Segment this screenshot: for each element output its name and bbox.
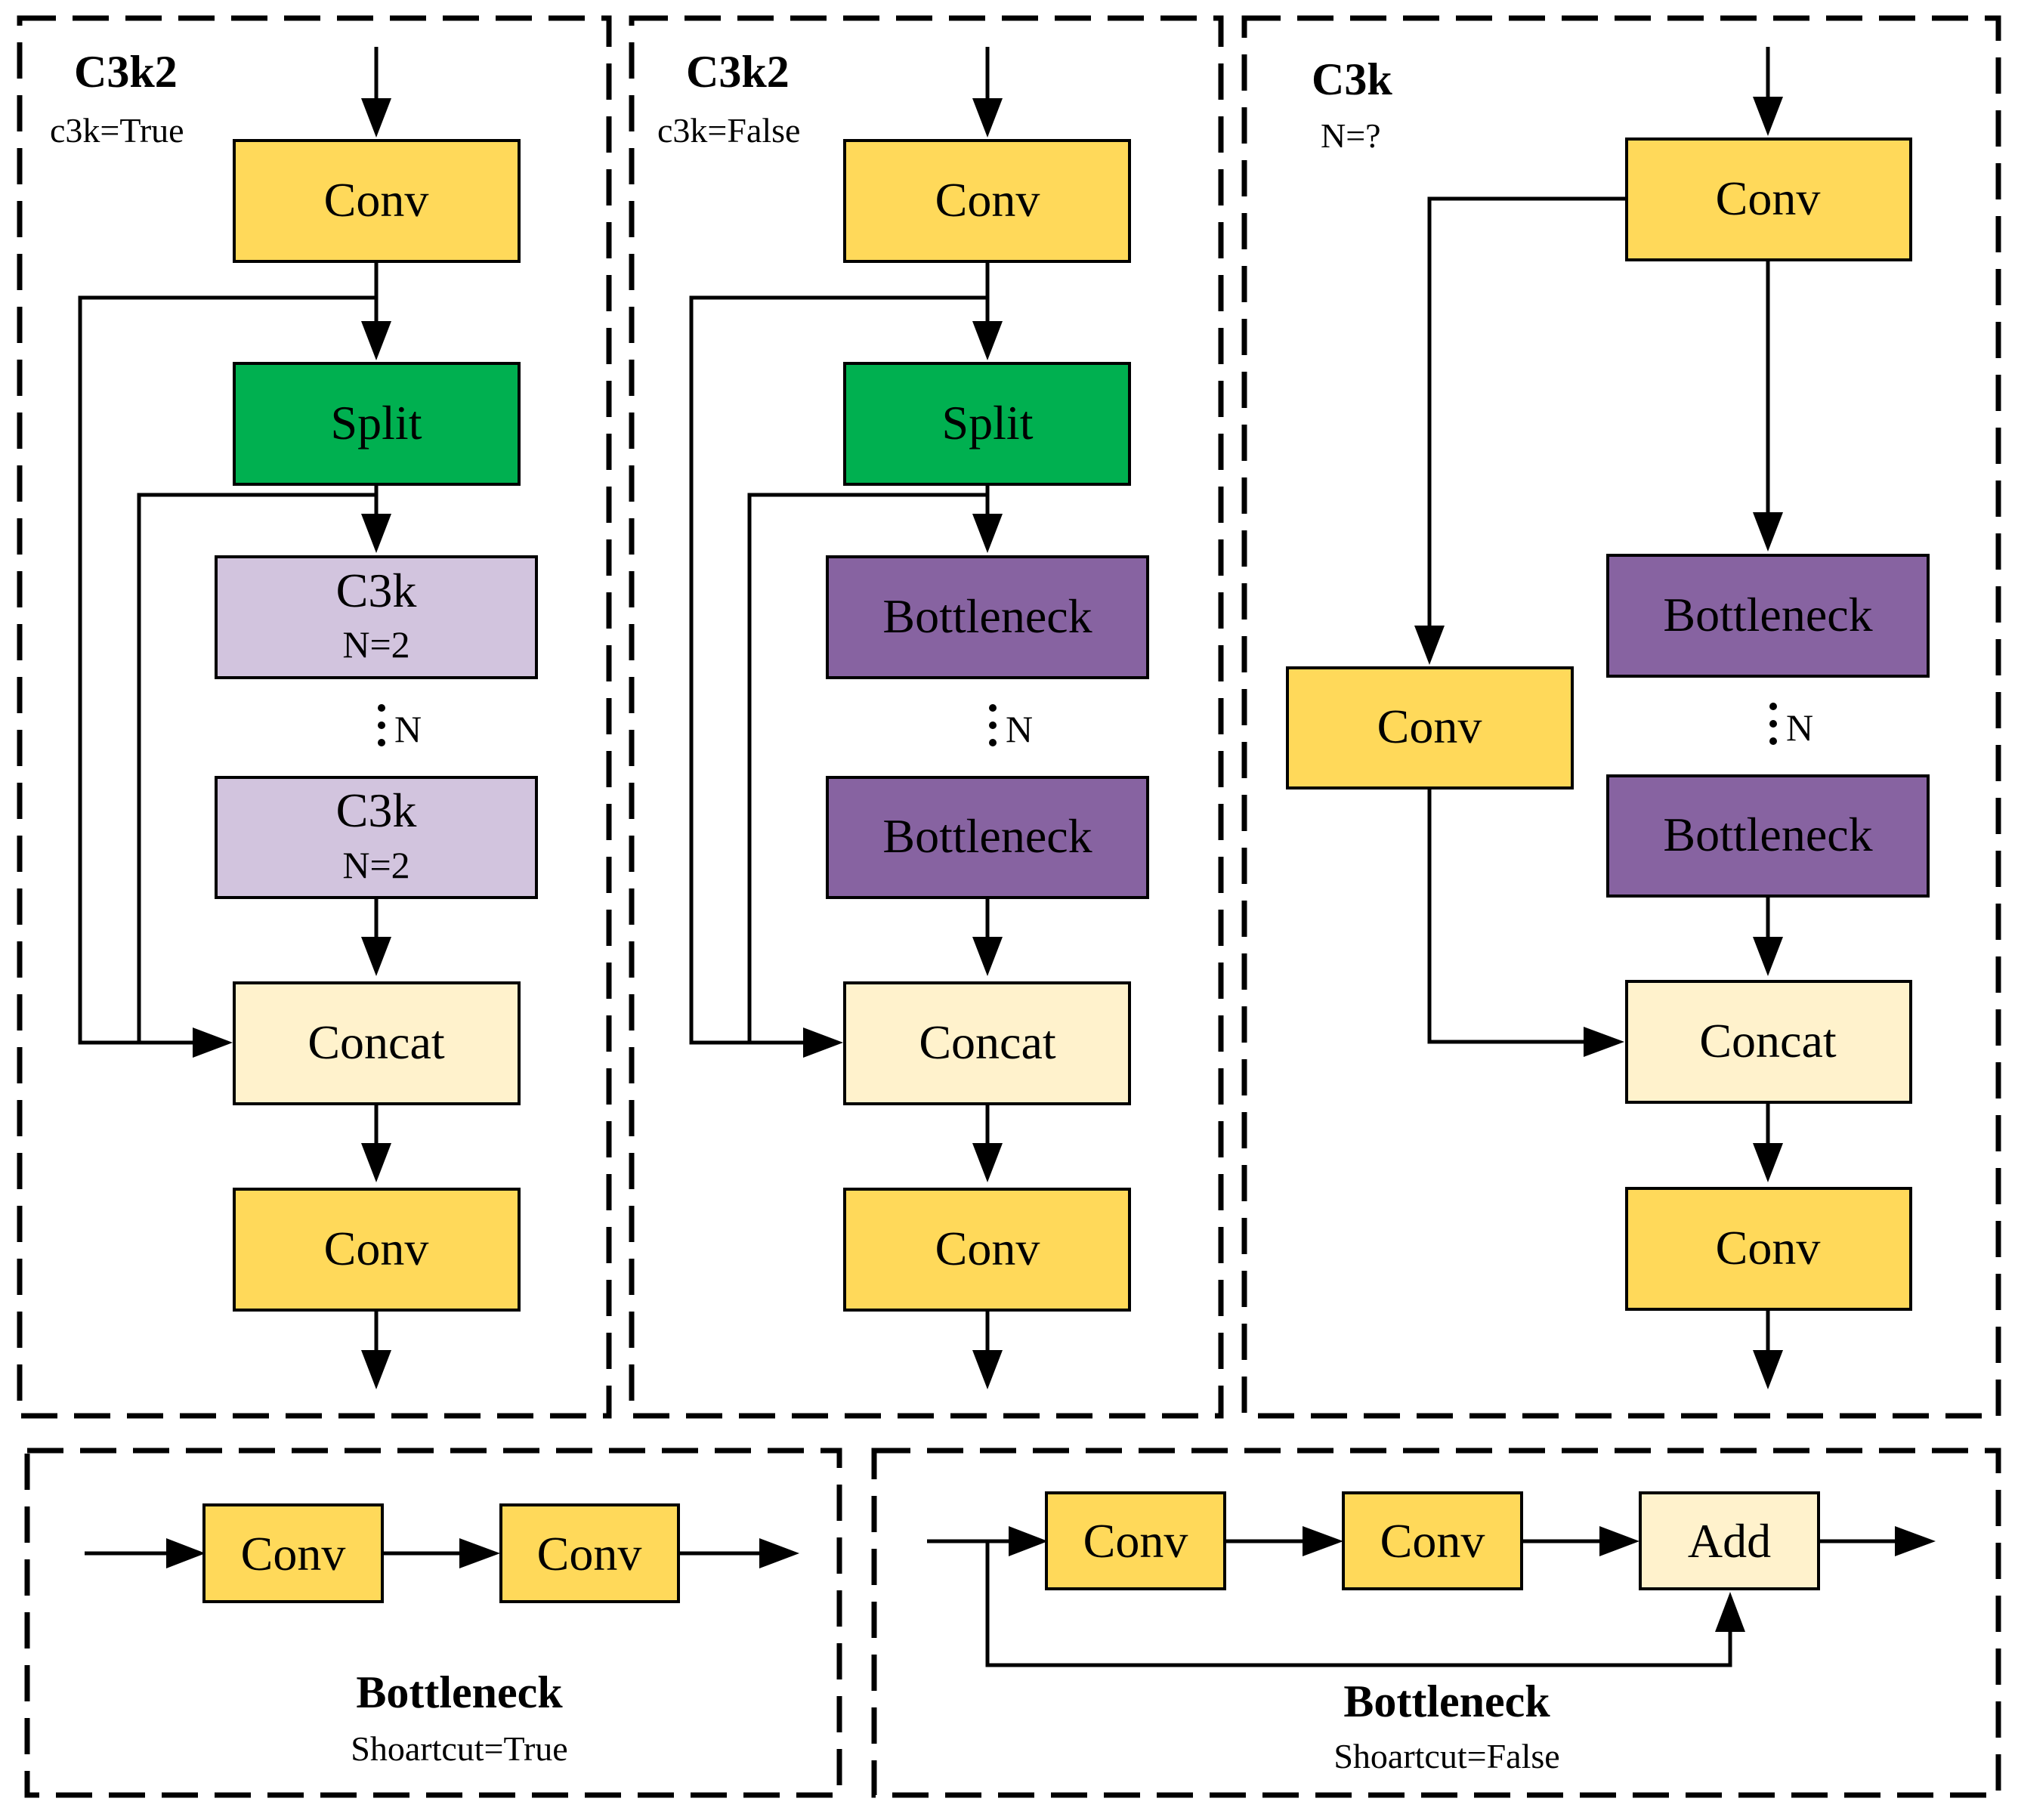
panel-subtitle: Shoartcut=False	[1333, 1737, 1559, 1775]
panel-subtitle: Shoartcut=True	[351, 1729, 567, 1768]
panel-c3k2-false: C3k2 c3k=False Conv Split Bottleneck	[629, 15, 1224, 1419]
conv-label: Conv	[1716, 171, 1821, 225]
repeat-indicator: N	[989, 704, 1033, 750]
panel-subtitle: N=?	[1321, 116, 1381, 155]
conv-2-label: Conv	[1380, 1514, 1485, 1568]
conv-block	[1625, 138, 1912, 261]
conv-side-block	[1286, 666, 1574, 789]
panel-bottleneck-false-frame	[871, 1448, 2001, 1798]
concat-label: Concat	[1699, 1014, 1837, 1068]
bottleneck-1-label: Bottleneck	[1663, 588, 1872, 641]
conv-block-bottom	[843, 1188, 1131, 1312]
repeat-indicator: N	[1769, 703, 1813, 749]
panel-c3k2-false-frame	[629, 15, 1224, 1419]
split-block	[843, 362, 1131, 486]
c3k-block-1-n: N=2	[342, 623, 409, 666]
panel-bottleneck-false: Conv Conv Add Bottleneck Shoartcut=False	[871, 1448, 2001, 1798]
concat-label: Concat	[307, 1015, 445, 1069]
split-block	[233, 362, 521, 486]
bottleneck-2-label: Bottleneck	[882, 809, 1092, 863]
conv-label: Conv	[324, 173, 429, 227]
panel-c3k2-true-frame	[17, 15, 612, 1419]
panel-bottleneck-true: Conv Conv Bottleneck Shoartcut=True	[24, 1448, 842, 1798]
conv-block	[233, 139, 521, 263]
bottleneck-block-1	[826, 555, 1149, 679]
connectors	[1414, 47, 1783, 1389]
split-label: Split	[331, 396, 422, 450]
c3k-block-1	[215, 555, 538, 679]
add-label: Add	[1688, 1514, 1771, 1568]
concat-block	[843, 981, 1131, 1105]
conv-block-1	[202, 1503, 384, 1603]
conv-block-1	[1045, 1491, 1226, 1590]
conv-1-label: Conv	[1083, 1514, 1188, 1568]
c3k-block-2-n: N=2	[342, 844, 409, 886]
panel-title: C3k2	[686, 47, 790, 97]
conv-block-bottom	[233, 1188, 521, 1312]
panel-title: Bottleneck	[1343, 1676, 1550, 1726]
conv-2-label: Conv	[537, 1527, 642, 1581]
panel-title: C3k	[1312, 54, 1392, 104]
repeat-label: N	[394, 708, 422, 750]
bottleneck-1-label: Bottleneck	[882, 589, 1092, 643]
concat-label: Concat	[919, 1015, 1056, 1069]
conv-side-label: Conv	[1377, 700, 1482, 753]
conv-label: Conv	[935, 173, 1040, 227]
conv-1-label: Conv	[241, 1527, 346, 1581]
bottleneck-block-1	[1606, 554, 1930, 678]
split-label: Split	[942, 396, 1034, 450]
conv-block-2	[1342, 1491, 1523, 1590]
panel-subtitle: c3k=False	[657, 111, 800, 150]
conv-bottom-label: Conv	[324, 1222, 429, 1275]
conv-block	[843, 139, 1131, 263]
bottleneck-block-2	[1606, 774, 1930, 898]
panel-c3k-frame	[1241, 15, 2001, 1419]
panel-title: C3k2	[74, 47, 178, 97]
conv-block-2	[499, 1503, 680, 1603]
bottleneck-2-label: Bottleneck	[1663, 808, 1872, 861]
c3k-block-2-name: C3k	[336, 783, 417, 837]
connectors	[78, 47, 391, 1389]
repeat-indicator: N	[378, 704, 422, 750]
connectors	[927, 1526, 1936, 1667]
repeat-label: N	[1006, 708, 1033, 750]
repeat-label: N	[1786, 706, 1813, 749]
bottleneck-block-2	[826, 776, 1149, 899]
panel-c3k2-true: C3k2 c3k=True Conv Split C3k	[17, 15, 612, 1419]
c3k-block-1-name: C3k	[336, 564, 417, 617]
panel-bottleneck-true-frame	[24, 1448, 842, 1798]
connectors	[689, 47, 1003, 1389]
concat-block	[233, 981, 521, 1105]
add-block	[1639, 1491, 1820, 1590]
conv-bottom-label: Conv	[935, 1222, 1040, 1275]
panel-title: Bottleneck	[356, 1667, 563, 1717]
panel-subtitle: c3k=True	[50, 111, 184, 150]
connectors	[85, 1538, 799, 1568]
concat-block	[1625, 980, 1912, 1104]
conv-block-bottom	[1625, 1187, 1912, 1311]
c3k-block-2	[215, 776, 538, 899]
conv-bottom-label: Conv	[1716, 1221, 1821, 1275]
panel-c3k: C3k N=? Conv Conv Bottleneck	[1241, 15, 2001, 1419]
